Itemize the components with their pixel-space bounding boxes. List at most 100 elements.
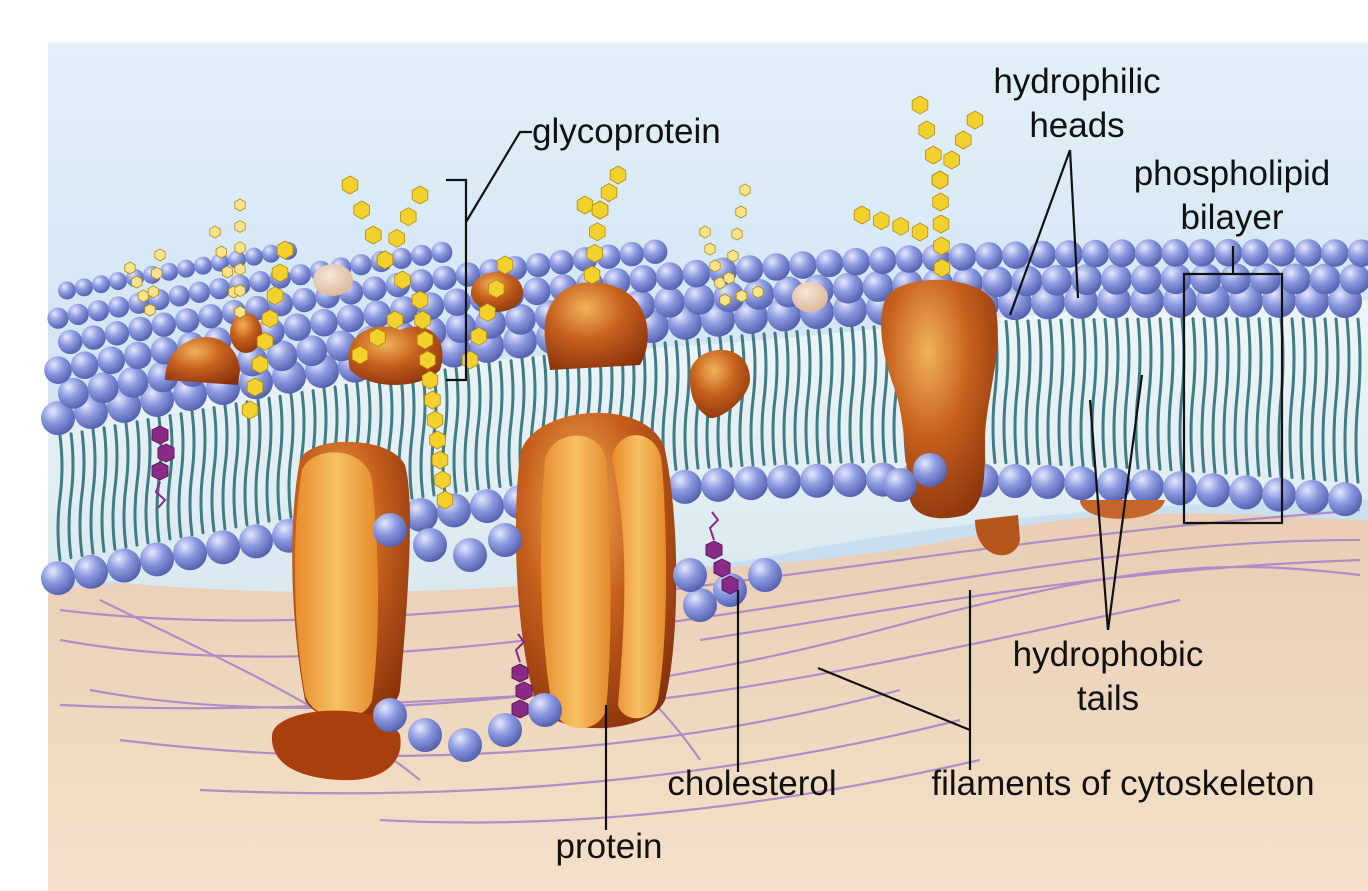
sugar-unit — [911, 95, 929, 115]
sugar-unit — [426, 410, 444, 430]
sugar-unit — [461, 350, 479, 370]
sugar-unit — [419, 350, 436, 370]
lipid-head — [41, 401, 75, 436]
sugar-unit — [591, 200, 609, 220]
lipid-head — [767, 464, 801, 499]
lipid-head — [206, 530, 240, 565]
lipid-head — [1160, 263, 1192, 295]
lipid-head — [1196, 473, 1230, 508]
sugar-unit — [271, 263, 289, 283]
sugar-unit — [589, 222, 606, 242]
sugar-unit — [709, 259, 721, 273]
lipid-tail — [507, 359, 515, 487]
lipid-tail — [133, 420, 141, 547]
lipid-tail — [771, 331, 779, 466]
sugar-unit — [424, 390, 441, 410]
sugar-unit — [234, 198, 246, 212]
lipid-tail — [1255, 317, 1263, 477]
sugar-unit — [932, 192, 949, 212]
cholesterol-3 — [511, 633, 533, 719]
lipid-tail — [1068, 318, 1076, 467]
lipid-head — [1188, 238, 1216, 267]
sugar-unit — [925, 145, 942, 165]
lipid-head — [470, 489, 504, 524]
sugar-unit — [853, 205, 871, 225]
lipid-tail — [474, 363, 482, 491]
sugar-unit — [752, 285, 764, 299]
lipid-head — [868, 246, 897, 275]
lipid-head — [1190, 263, 1222, 295]
lipid-head — [1229, 475, 1263, 510]
lipid-head — [862, 271, 894, 302]
lipid-tail — [1145, 317, 1153, 471]
lipid-head — [656, 262, 684, 291]
protein-right-base — [1080, 500, 1165, 519]
sugar-unit — [411, 290, 429, 310]
lipid-head — [117, 366, 149, 398]
sugar-unit — [719, 293, 731, 307]
sugar-unit — [918, 120, 935, 140]
lipid-head — [1031, 465, 1065, 500]
sugar-unit — [583, 265, 601, 285]
lipid-head — [1001, 241, 1030, 269]
lipid-tail — [188, 410, 196, 537]
glycoprotein-bracket — [446, 178, 468, 382]
hydrophobic-leader-2 — [1106, 374, 1144, 631]
lipid-tail — [1288, 317, 1296, 479]
lipid-head — [1081, 239, 1110, 268]
lipid-head — [362, 276, 387, 301]
lipid-tail — [1354, 317, 1362, 484]
lipid-head — [411, 244, 433, 266]
sugar-unit — [479, 303, 496, 322]
protein-globular — [544, 282, 648, 370]
lipid-tail — [56, 434, 64, 562]
label-protein: protein — [555, 827, 663, 866]
lipid-head — [97, 346, 125, 375]
label-bilayer: bilayer — [1180, 198, 1284, 237]
lipid-head — [87, 372, 119, 404]
sugar-unit — [246, 377, 264, 397]
lipid-head — [488, 713, 522, 747]
lipid-head — [249, 270, 271, 293]
lipid-head — [262, 244, 280, 263]
lipid-tail — [760, 332, 768, 467]
sugar-unit — [234, 284, 246, 298]
lipid-head — [336, 304, 365, 333]
sugar-unit — [431, 450, 449, 470]
lipid-head — [173, 536, 207, 571]
sugar-unit — [704, 242, 716, 256]
lipid-head — [363, 300, 392, 328]
lipid-head — [734, 466, 768, 501]
label-heads: heads — [1029, 106, 1125, 145]
sugar-unit — [353, 200, 370, 220]
lipid-head — [453, 538, 487, 572]
sugar-unit — [434, 470, 451, 490]
lipid-head — [87, 300, 109, 322]
lipid-head — [1267, 239, 1296, 267]
sugar-unit — [966, 110, 984, 130]
lipid-tail — [67, 432, 75, 560]
lipid-head — [211, 253, 229, 272]
lipid-tail — [815, 328, 823, 465]
lipid-head — [92, 275, 110, 294]
sugar-unit — [124, 261, 136, 275]
lipid-head — [194, 256, 212, 275]
sugar-unit — [394, 270, 411, 290]
sugar-unit — [873, 211, 890, 231]
lipid-head — [151, 312, 176, 337]
lipid-head — [175, 308, 200, 333]
lipid-head — [673, 558, 707, 592]
lipid-head — [654, 286, 685, 318]
lipid-tail — [738, 334, 746, 468]
lipid-tail — [782, 330, 790, 466]
lipid-tail — [859, 325, 867, 464]
lipid-head — [503, 324, 537, 359]
lipid-tail — [166, 414, 174, 541]
sugar-unit — [933, 236, 950, 256]
sugar-unit — [341, 175, 359, 195]
lipid-tail — [111, 424, 119, 551]
lipid-head — [373, 698, 407, 732]
hydrophilic-leader-1 — [1008, 149, 1072, 316]
label-hydrophilic: hydrophilic — [993, 62, 1161, 101]
sugar-unit — [488, 279, 505, 299]
